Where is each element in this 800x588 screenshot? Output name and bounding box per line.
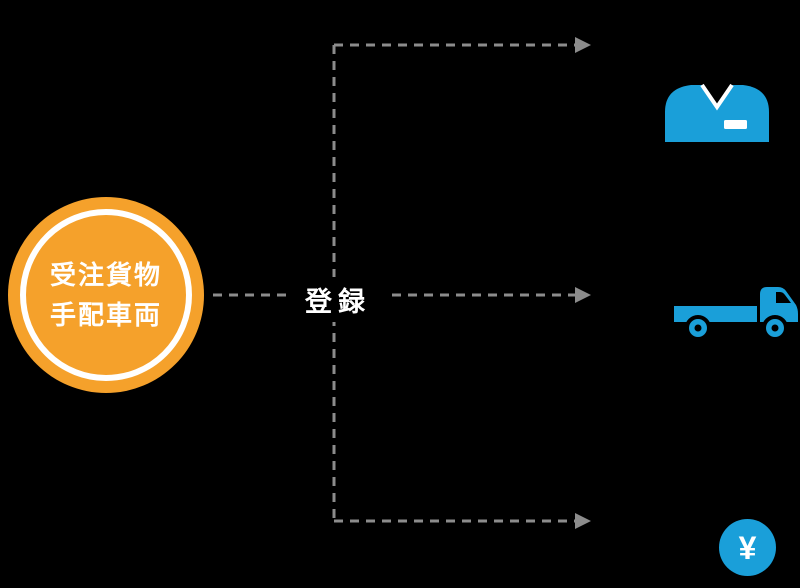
payment-target: ¥ <box>719 519 776 576</box>
truck-target <box>672 278 800 347</box>
register-label: 登録 <box>300 277 371 322</box>
source-node-label-line2: 手配車両 <box>49 300 162 330</box>
arrowhead-bottom-icon <box>575 513 591 529</box>
truck-icon <box>674 287 798 341</box>
arrowhead-top-icon <box>575 37 591 53</box>
arrowhead-middle-icon <box>575 287 591 303</box>
driver-icon <box>665 83 769 142</box>
source-node-inner: 受注貨物 手配車両 <box>20 209 192 381</box>
source-node-label-line1: 受注貨物 <box>49 260 162 290</box>
driver-target <box>661 76 773 147</box>
source-node: 受注貨物 手配車両 <box>8 197 204 393</box>
yen-icon: ¥ <box>738 529 757 566</box>
